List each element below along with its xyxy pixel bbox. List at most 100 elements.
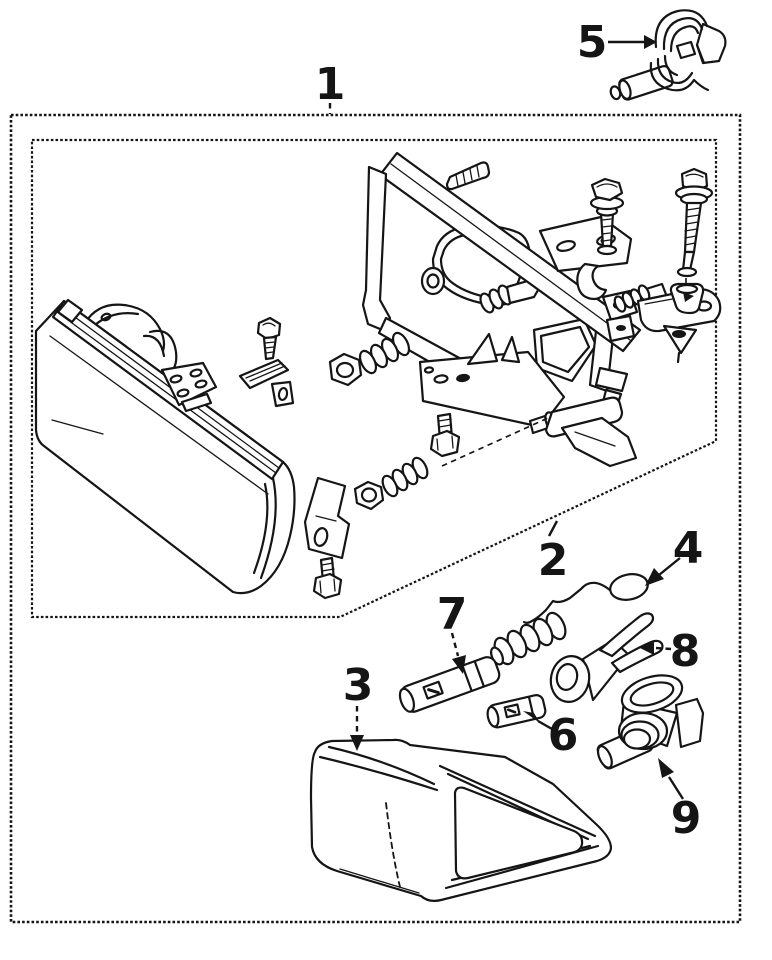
mounting-frame	[361, 151, 722, 468]
fog-top-rim-1	[318, 755, 439, 792]
socket-tab	[675, 40, 697, 60]
callout-3-label[interactable]: 3	[343, 660, 374, 711]
retaining-coil-spring	[489, 611, 567, 666]
plate-slot-3	[423, 366, 435, 374]
callout-8-arrowhead	[638, 641, 654, 655]
end-cap-line-1	[259, 476, 277, 580]
trim-corner-cap	[56, 298, 84, 324]
lower-right-bracket	[560, 416, 638, 468]
adjuster-cap-4	[522, 573, 649, 624]
bulb-6	[486, 694, 547, 729]
retainer-clip	[238, 358, 295, 408]
reflector-dome	[83, 303, 166, 353]
callout-3-arrowhead	[350, 735, 364, 751]
callout-9-arrow	[667, 776, 685, 800]
callout-8-arrow	[655, 646, 672, 651]
dome-inner-arc	[93, 312, 140, 327]
callout-8: 8	[638, 626, 700, 677]
callout-2-label[interactable]: 2	[538, 535, 569, 586]
bulb-5	[609, 65, 674, 101]
cap-oval	[609, 573, 649, 601]
socket-rib-outer	[649, 61, 696, 92]
rail-inner-line	[390, 163, 631, 341]
end-cap-line-2	[252, 482, 269, 575]
clip-bolt-set	[238, 316, 295, 408]
plate-slot-1	[433, 374, 449, 384]
frame-right-foot	[594, 366, 629, 393]
plate-fin-1	[466, 332, 499, 366]
fog-lamp	[309, 738, 613, 902]
fog-body-crease	[385, 802, 401, 888]
socket-rib-3	[622, 728, 652, 750]
callout-5-label[interactable]: 5	[577, 17, 608, 68]
bulb-socket-5	[609, 9, 727, 101]
frame-window-right-inner	[539, 325, 591, 374]
bulb-7	[398, 656, 501, 713]
callout-6: 6	[523, 710, 578, 761]
frame-grommet	[420, 266, 446, 296]
callout-6-label[interactable]: 6	[548, 710, 579, 761]
callout-7-arrow	[450, 632, 460, 657]
fog-top-rim-2	[327, 745, 436, 786]
callout-9-label[interactable]: 9	[671, 793, 702, 844]
callout-4-arrowhead	[645, 568, 664, 586]
headlamp-capsule	[34, 298, 296, 595]
plate-slot-2	[456, 373, 470, 383]
nut-lower	[353, 480, 385, 511]
callout-1: 1	[315, 59, 346, 114]
socket-side-tab	[674, 697, 705, 749]
callout-1-label[interactable]: 1	[315, 59, 346, 110]
spring-upper	[358, 331, 411, 375]
clip-face-hole	[555, 663, 579, 691]
headlamp-body	[34, 299, 296, 595]
callout-8-label[interactable]: 8	[670, 626, 701, 677]
long-bolt	[669, 167, 714, 315]
lens-crease	[49, 335, 269, 495]
l-bracket	[303, 476, 351, 560]
dome-dimple	[100, 312, 112, 322]
bolt-center	[429, 412, 461, 458]
callout-7-arrowhead	[452, 655, 466, 674]
assembly-box-1	[30, 138, 718, 619]
flange-arc-outer	[654, 9, 709, 49]
lamp-mount-plate	[160, 361, 218, 407]
fog-bottom-line	[339, 868, 420, 894]
spring-lower	[381, 456, 429, 498]
hardware-cluster	[303, 331, 461, 600]
dome-horn-inner	[142, 334, 166, 358]
socket-rib-inner	[663, 54, 679, 77]
frame-grommet-hole	[426, 273, 440, 289]
flange-arc-inner	[669, 25, 700, 53]
socket-body	[695, 22, 727, 65]
callout-4-label[interactable]: 4	[673, 523, 704, 574]
callout-6-arrow	[537, 719, 553, 731]
socket-flange-inner	[629, 681, 675, 707]
callout-4-arrow	[658, 557, 681, 576]
callout-7-label[interactable]: 7	[437, 589, 468, 640]
callout-2-leader	[547, 520, 559, 537]
socket-detail	[692, 43, 710, 92]
clip-prong-1	[598, 612, 655, 658]
socket-flange	[620, 674, 684, 714]
outer-border	[9, 113, 742, 924]
callout-7: 7	[437, 589, 468, 674]
callout-5: 5	[577, 17, 657, 68]
cap-wire	[522, 581, 613, 624]
flange-arc-mid	[662, 17, 704, 51]
lamp-mount-foot	[180, 392, 213, 413]
callout-9-arrowhead	[658, 758, 674, 778]
frame-left-post	[361, 165, 392, 333]
socket-rib-mid	[656, 57, 694, 85]
arm-bolt	[589, 177, 625, 256]
fog-lens	[453, 786, 584, 880]
clip-bolt	[256, 316, 282, 361]
callout-4: 4	[645, 523, 703, 586]
fog-bulb-socket-9	[596, 674, 705, 770]
callout-9: 9	[658, 758, 701, 844]
callout-5-arrowhead	[644, 35, 657, 49]
callout-2: 2	[538, 520, 569, 586]
nut-upper	[328, 352, 363, 387]
callout-3: 3	[343, 660, 374, 751]
plate-fin-2	[500, 335, 521, 364]
